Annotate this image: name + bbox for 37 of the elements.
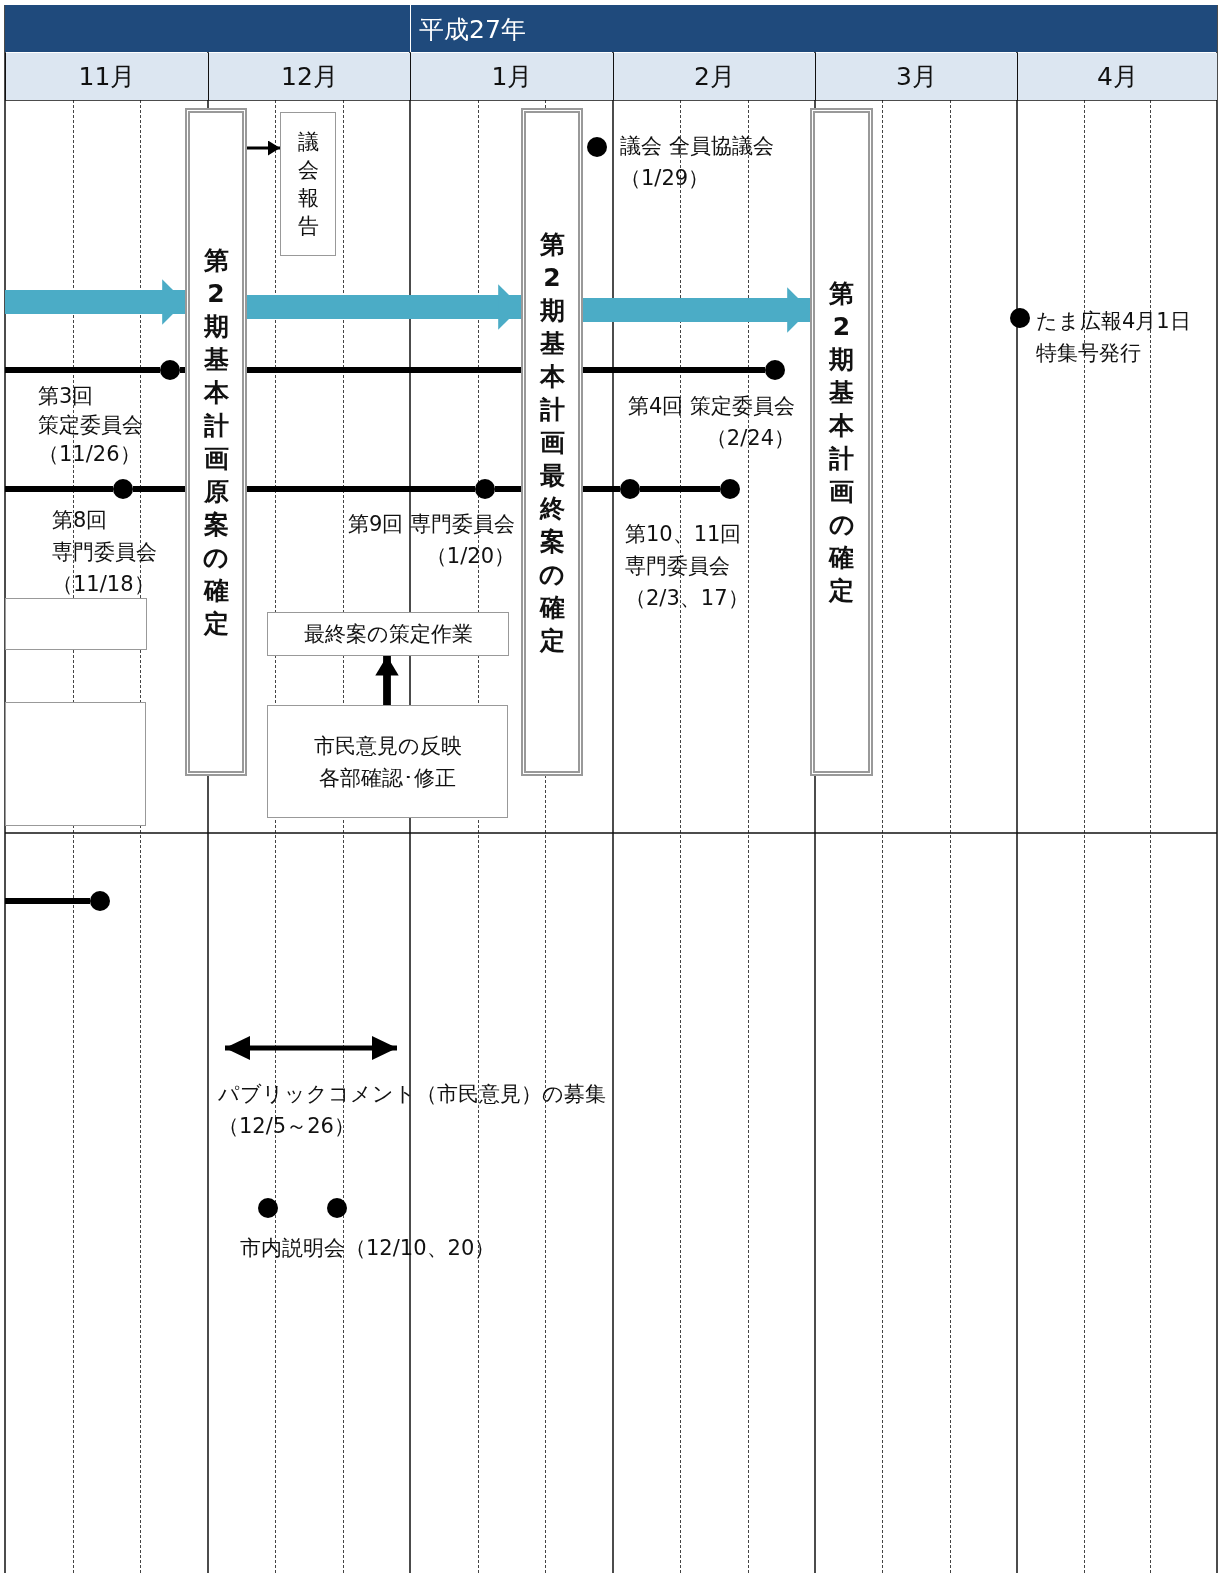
timeline-line <box>583 486 620 492</box>
blank-panel <box>5 598 147 650</box>
month-header: 1月 <box>410 53 613 100</box>
timeline-line <box>583 367 765 373</box>
month-header: 11月 <box>5 53 208 100</box>
event-label: 第3回策定委員会（11/26） <box>38 383 144 468</box>
event-label: 第8回専門委員会（11/18） <box>52 507 158 598</box>
month-header: 2月 <box>613 53 815 100</box>
task-box: 最終案の策定作業 <box>267 612 509 656</box>
timeline-line <box>247 367 521 373</box>
timeline-line <box>180 367 185 373</box>
milestone-box: 第2期基本計画最終案の確定 <box>521 108 583 776</box>
event-label: 第4回 策定委員会（2/24） <box>626 393 795 452</box>
year-header: 平成27年 <box>410 5 1217 52</box>
milestone-box: 第2期基本計画原案の確定 <box>185 108 247 776</box>
month-header: 3月 <box>815 53 1017 100</box>
timeline-line <box>640 486 720 492</box>
month-header: 4月 <box>1017 53 1217 100</box>
event-label: 議会 全員協議会（1/29） <box>620 133 775 192</box>
timeline-line <box>495 486 521 492</box>
event-label: 第10、11回専門委員会（2/3、17） <box>625 521 750 612</box>
task-box: 市民意見の反映各部確認･修正 <box>267 705 508 818</box>
month-header: 12月 <box>208 53 410 100</box>
timeline-line <box>5 898 90 904</box>
milestone-box: 第2期基本計画の確定 <box>810 108 873 776</box>
timeline-line <box>5 486 113 492</box>
timeline-line <box>133 486 185 492</box>
event-label: たま広報4月1日特集号発行 <box>1036 308 1192 367</box>
arrow <box>375 656 399 705</box>
timeline-line <box>5 367 160 373</box>
block-arrow <box>5 279 185 325</box>
block-arrow <box>583 287 810 333</box>
blank-panel <box>5 702 146 826</box>
note-box: 議会報告 <box>280 112 336 256</box>
timeline-line <box>247 486 475 492</box>
arrow <box>247 140 280 156</box>
block-arrow <box>247 284 521 330</box>
